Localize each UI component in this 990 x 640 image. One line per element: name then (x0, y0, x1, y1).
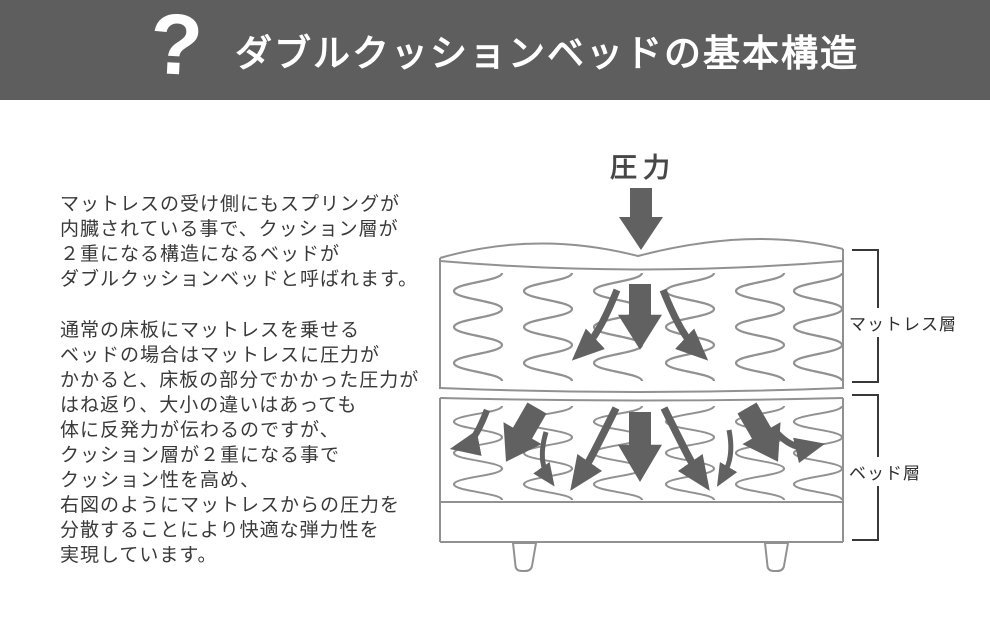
description-paragraph-2: 通常の床板にマットレスを乗せる ベッドの場合はマットレスに圧力が かかると、床板… (60, 320, 420, 566)
mattress-top-face (439, 260, 844, 271)
bed-layer-label: ベッド層 (848, 457, 922, 486)
dispersal-arrows (449, 288, 826, 491)
mattress-curve-right-arrow-icon (659, 288, 709, 361)
header-banner: ? ダブルクッションベッドの基本構造 (0, 0, 990, 100)
bed-far-right-arrow-icon (773, 429, 826, 464)
pressure-label: 圧力 (610, 153, 676, 183)
bed-center-arrow-icon (618, 412, 662, 483)
bed-far-left-arrow-icon (449, 408, 491, 456)
layer-brackets (852, 249, 879, 541)
bed-long-left-arrow-icon (570, 406, 620, 491)
mattress-layer-label: マットレス層 (848, 308, 958, 337)
bed-leg-right (763, 542, 790, 572)
mattress-curve-left-arrow-icon (571, 288, 621, 361)
layer-divider-top (439, 387, 844, 393)
mattress-center-arrow-icon (618, 284, 662, 350)
bed-thin-left-arrow-icon (533, 431, 555, 487)
bed-leg-left (511, 542, 538, 572)
bed-thin-right-arrow-icon (716, 429, 738, 487)
layer-divider-bottom (439, 397, 844, 402)
description-text: マットレスの受け側にもスプリングが 内臓されている事で、クッション層が ２重にな… (60, 192, 445, 568)
pressure-arrow-icon (619, 188, 663, 250)
page-title: ダブルクッションベッドの基本構造 (235, 33, 859, 74)
description-paragraph-1: マットレスの受け側にもスプリングが 内臓されている事で、クッション層が ２重にな… (60, 194, 419, 290)
bed-legs (511, 542, 790, 572)
mattress-top-humps (439, 238, 844, 259)
bed-long-right-arrow-icon (660, 406, 710, 491)
